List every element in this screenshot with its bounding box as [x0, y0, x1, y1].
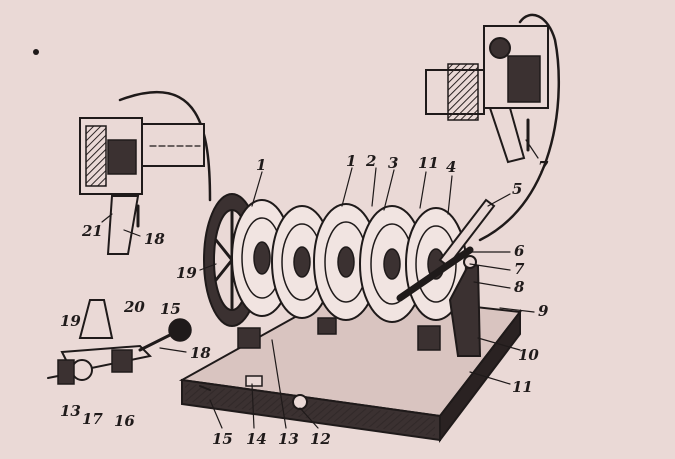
base-knob: [292, 394, 308, 410]
ink-dot: [33, 49, 39, 55]
leader-lines: [101, 139, 539, 429]
label-21: 21: [81, 222, 103, 240]
detail-bottom-left-mechanism: [47, 299, 192, 385]
label-11-top: 11: [418, 154, 439, 172]
label-7-top: 7: [538, 158, 549, 176]
label-4: 4: [446, 158, 456, 176]
label-11: 11: [512, 378, 533, 396]
label-7-bottom: 7: [514, 260, 525, 278]
detail-right-switch: [425, 25, 549, 164]
label-3: 3: [388, 154, 398, 172]
lever-assembly: [396, 198, 496, 357]
callout-labels: 1 1 2 3 11 4 5 6 7 8 9 10 11 7 12 13 14 …: [60, 152, 549, 448]
label-6: 6: [514, 242, 525, 260]
bearing-blocks: [237, 317, 441, 351]
label-5: 5: [512, 180, 522, 198]
label-20: 20: [123, 298, 145, 316]
label-13: 13: [278, 430, 299, 448]
base-plate: [178, 290, 522, 443]
label-13-bottom: 13: [60, 402, 81, 420]
label-12: 12: [310, 430, 331, 448]
label-2: 2: [365, 152, 376, 170]
label-16: 16: [114, 412, 135, 430]
label-15-bottom: 15: [160, 300, 181, 318]
cable-left: [118, 90, 212, 202]
label-14: 14: [246, 430, 267, 448]
label-19-top: 19: [176, 264, 197, 282]
label-1-second: 1: [346, 152, 356, 170]
cable-right: [478, 13, 560, 242]
label-8: 8: [514, 278, 525, 296]
label-18-bottom: 18: [190, 344, 211, 362]
label-9: 9: [538, 302, 549, 320]
label-19-bottom: 19: [60, 312, 81, 330]
label-18-top: 18: [144, 230, 165, 248]
label-15: 15: [212, 430, 233, 448]
label-17: 17: [82, 410, 103, 428]
detail-left-switch: [79, 117, 205, 255]
label-10: 10: [518, 346, 539, 364]
label-1-first: 1: [256, 156, 266, 174]
